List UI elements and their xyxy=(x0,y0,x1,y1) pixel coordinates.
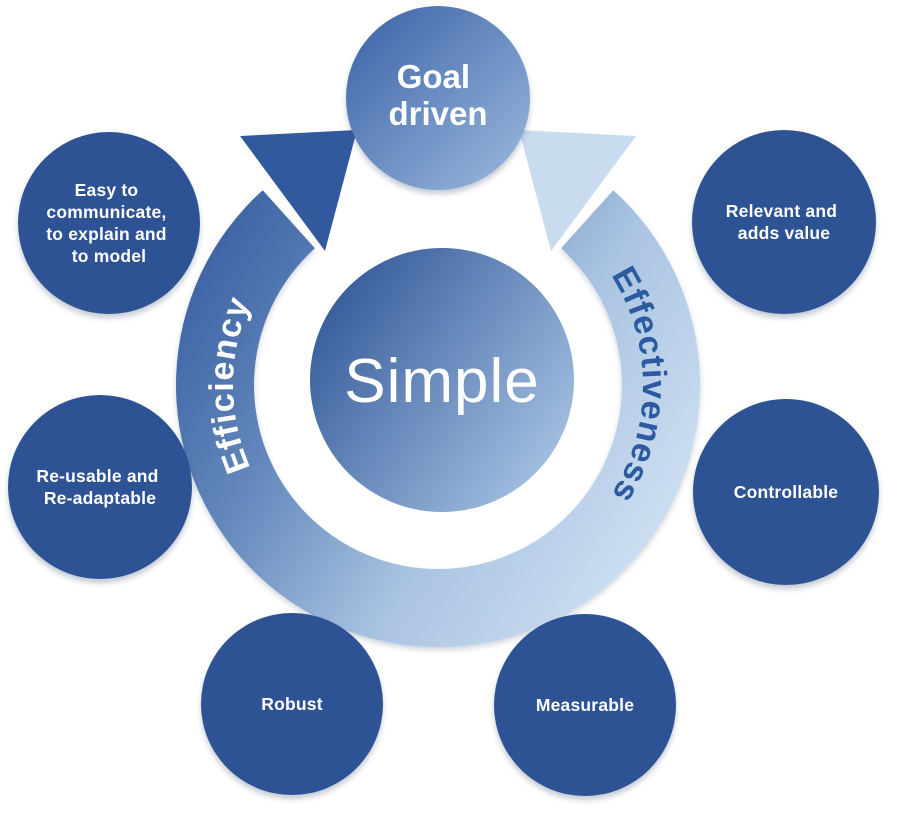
cycle-ring xyxy=(176,190,701,648)
satellite-controllable: Controllable xyxy=(693,399,879,585)
satellite-circle xyxy=(494,614,676,796)
satellite-label: Robust xyxy=(261,694,322,714)
goal-driven-circle xyxy=(346,6,530,190)
satellite-measurable: Measurable xyxy=(494,614,676,796)
satellite-circle xyxy=(8,395,192,579)
satellite-easy-to-communicate: Easy to communicate, to explain and to m… xyxy=(18,132,200,314)
satellite-circle xyxy=(692,130,876,314)
satellite-circle xyxy=(18,132,200,314)
goal-driven-label: Goal driven xyxy=(388,58,487,132)
simple-circle xyxy=(310,248,574,512)
goal-driven-node: Goal driven xyxy=(346,6,530,190)
dark-arrowhead-icon xyxy=(240,130,357,251)
satellite-circle xyxy=(201,613,383,795)
satellite-reusable-readaptable: Re-usable and Re-adaptable xyxy=(8,395,192,579)
satellite-robust: Robust xyxy=(201,613,383,795)
satellite-circle xyxy=(693,399,879,585)
satellite-label: Controllable xyxy=(734,482,839,502)
satellite-relevant-adds-value: Relevant and adds value xyxy=(692,130,876,314)
satellite-label: Relevant and adds value xyxy=(726,201,842,243)
satellite-label: Measurable xyxy=(536,695,634,715)
satellite-label: Re-usable and Re-adaptable xyxy=(36,466,163,508)
satellite-label: Easy to communicate, to explain and to m… xyxy=(46,180,172,266)
simple-center-node: Simple xyxy=(310,248,574,512)
light-arrowhead-icon xyxy=(519,130,636,251)
simple-label: Simple xyxy=(344,347,540,416)
